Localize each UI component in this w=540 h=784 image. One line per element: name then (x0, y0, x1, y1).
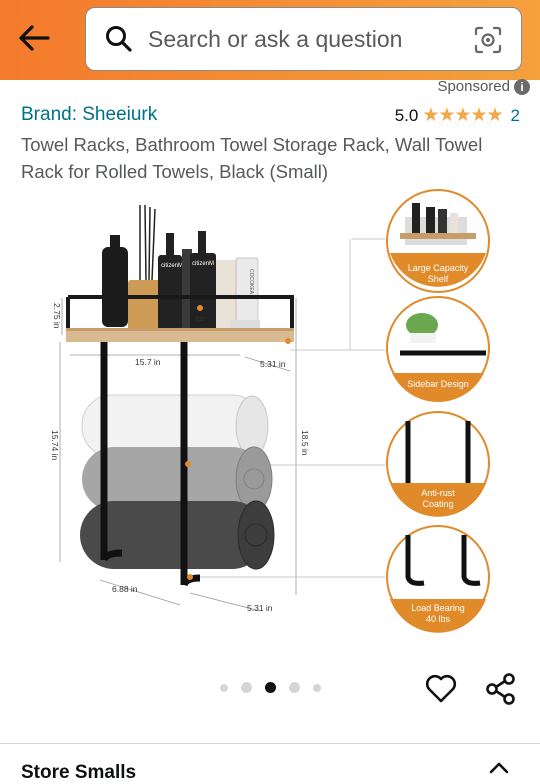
brand-link[interactable]: Brand: Sheeiurk (21, 104, 158, 125)
back-button[interactable] (14, 20, 54, 56)
magnifier-icon (106, 26, 132, 52)
section-title[interactable]: Store Smalls (21, 762, 137, 783)
shelf (66, 295, 294, 344)
section-divider (0, 743, 540, 744)
dim-h3: 18.5 in (300, 430, 310, 456)
dimension-labels: 2.75 in 15.7 in 5.31 in 15.74 in 18.5 in… (50, 303, 310, 613)
bottle-label-2: citizenM (192, 261, 214, 267)
rating-value: 5.0 (394, 105, 419, 125)
arrow-left-icon (19, 25, 50, 51)
rack-frame (100, 342, 201, 587)
search-bar[interactable] (85, 7, 522, 71)
share-icon[interactable] (484, 672, 518, 706)
star-rating-icon: ★★★★★ (422, 105, 503, 126)
tube-label: cte (196, 316, 205, 323)
product-image[interactable]: citizenM citizenM COCOKEA cte (40, 185, 500, 635)
bottle-label-3: COCOKEA (248, 269, 254, 295)
towels (80, 394, 275, 570)
heart-icon[interactable] (424, 672, 458, 706)
carousel-dot[interactable] (312, 683, 321, 692)
dimension-lines (59, 298, 297, 612)
search-input[interactable] (148, 25, 458, 53)
rating-summary[interactable]: 5.0 ★★★★★ 2 (395, 104, 520, 127)
callout-sidebar: Sidebar Design (386, 296, 490, 402)
camera-lens-icon[interactable] (473, 25, 503, 55)
bottles: citizenM citizenM COCOKEA cte (102, 204, 260, 335)
carousel-dot[interactable] (288, 682, 300, 693)
top-bar (0, 0, 540, 80)
sponsored-label[interactable]: Sponsored i (437, 78, 530, 95)
dim-d2: 5.31 in (247, 603, 273, 613)
carousel-dot-active[interactable] (264, 682, 276, 693)
dim-h1: 2.75 in (52, 303, 62, 329)
dim-w1: 15.7 in (135, 357, 161, 367)
dim-h2: 15.74 in (50, 430, 60, 461)
carousel-dot[interactable] (240, 682, 252, 693)
dim-w2: 6.88 in (112, 584, 138, 594)
chevron-up-icon[interactable] (488, 760, 510, 774)
sponsored-text: Sponsored (437, 78, 510, 95)
callout-label-2: Sidebar Design (407, 379, 469, 389)
dim-d1: 5.31 in (260, 359, 286, 369)
carousel-dot[interactable] (219, 683, 228, 692)
info-icon[interactable]: i (514, 78, 530, 95)
carousel-dots[interactable] (0, 682, 540, 693)
product-title: Towel Racks, Bathroom Towel Storage Rack… (21, 134, 483, 182)
rating-count[interactable]: 2 (510, 105, 520, 125)
bottle-label-1: citizenM (161, 263, 183, 269)
